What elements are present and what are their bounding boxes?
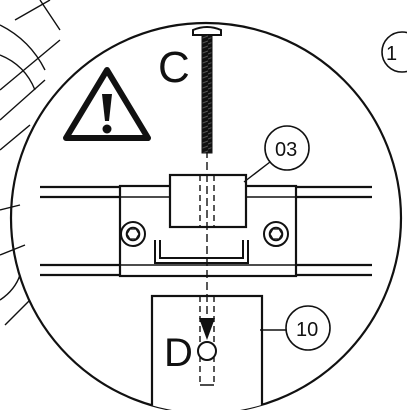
background-part-sketch [0,0,61,326]
step-number-text: 1 [386,43,397,65]
insert-arrow-icon [199,318,215,340]
detail-circle [9,21,403,410]
callout-10: 10 [260,305,331,351]
screw-label: C [158,43,190,92]
part-03-block [168,173,248,229]
callout-03-text: 03 [275,139,297,161]
u-channel [154,240,249,264]
right-bolt [263,221,289,247]
screw [192,26,222,154]
hole-d [197,341,217,361]
callout-03: 03 [243,125,310,183]
warning-triangle-icon [63,67,151,141]
step-number-badge: 1 [381,31,407,73]
callout-10-text: 10 [296,319,318,341]
left-bolt [120,221,146,247]
hole-label: D [164,331,193,375]
